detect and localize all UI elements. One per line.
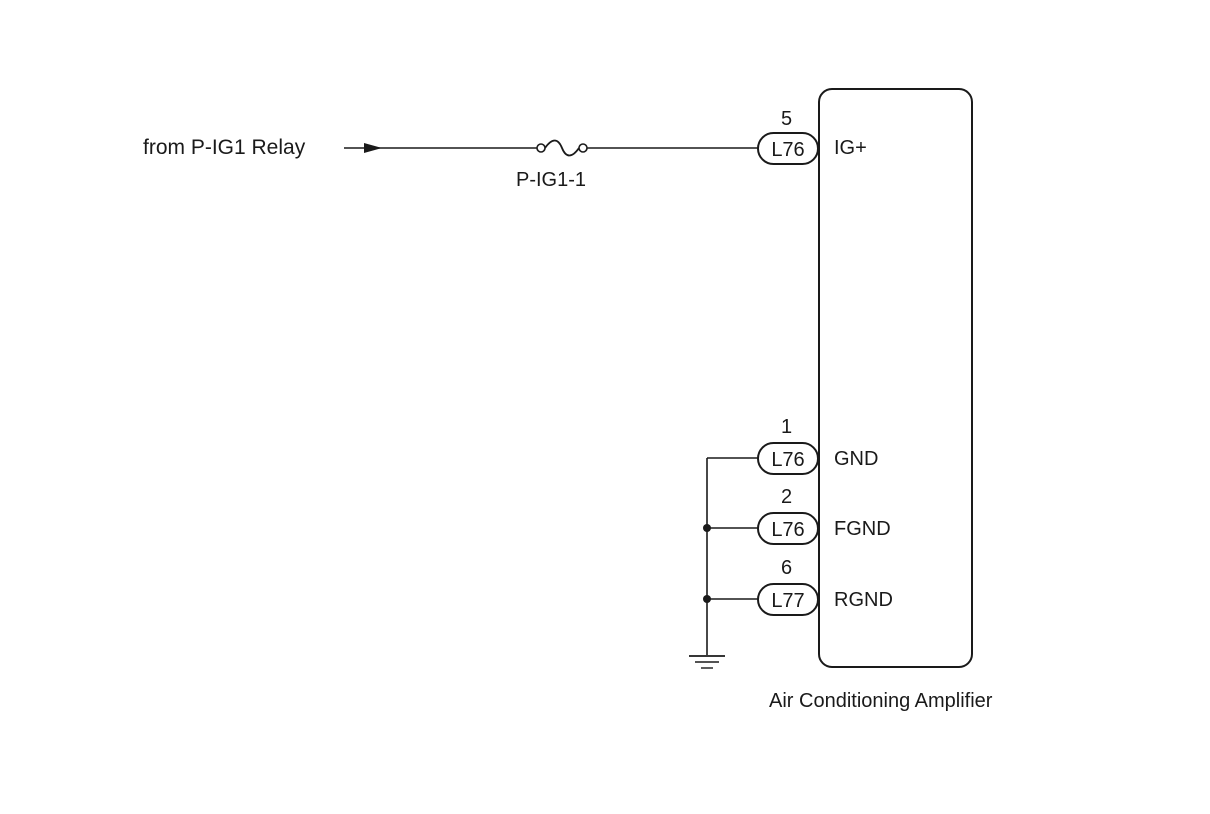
terminal-label: GND <box>834 448 878 470</box>
terminal-label: IG+ <box>834 137 867 159</box>
fuse-icon <box>536 139 588 157</box>
connector-label: L76 <box>771 139 804 161</box>
pin-number: 1 <box>781 416 792 438</box>
connector-badge <box>757 512 819 545</box>
connector-badge <box>757 583 819 616</box>
connector-label: L76 <box>771 519 804 541</box>
pin-number: 6 <box>781 557 792 579</box>
component-name: Air Conditioning Amplifier <box>769 690 993 712</box>
pin-number: 5 <box>781 108 792 130</box>
fuse-label: P-IG1-1 <box>516 169 586 191</box>
source-label: from P-IG1 Relay <box>143 136 306 159</box>
pin-gnd: 1 L76 GND <box>757 416 878 475</box>
terminal-label: RGND <box>834 589 893 611</box>
pin-fgnd: 2 L76 FGND <box>757 486 891 545</box>
connector-badge <box>757 442 819 475</box>
connector-label: L76 <box>771 449 804 471</box>
splice-point <box>703 524 711 532</box>
terminal-label: FGND <box>834 518 891 540</box>
connector-label: L77 <box>771 590 804 612</box>
pin-rgnd: 6 L77 RGND <box>757 557 893 616</box>
component-box <box>818 88 973 668</box>
pin-number: 2 <box>781 486 792 508</box>
connector-badge <box>757 132 819 165</box>
pin-ig-plus: 5 L76 IG+ <box>757 108 867 165</box>
ground-wiring <box>703 457 758 655</box>
splice-point <box>703 595 711 603</box>
ground-icon <box>689 655 725 669</box>
